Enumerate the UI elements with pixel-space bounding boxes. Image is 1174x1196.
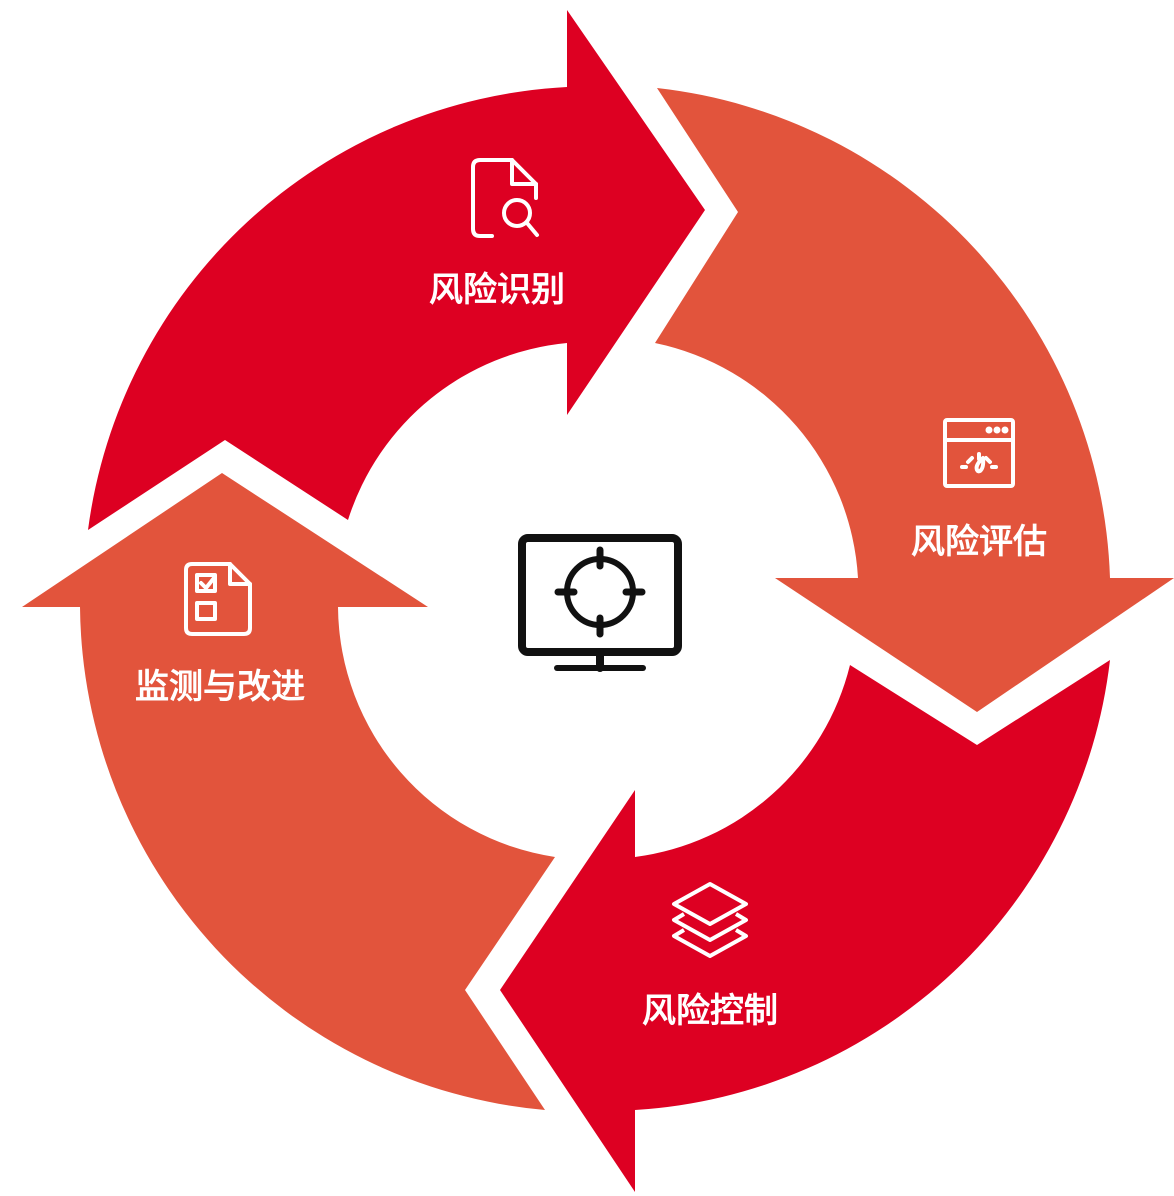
stage-label-assess: 风险评估 [911,522,1047,562]
browser-gauge-icon [943,418,1015,488]
checklist-document-icon [184,562,252,636]
arrow-identify [88,10,705,530]
arrow-monitor [22,473,555,1110]
stage-label-monitor: 监测与改进 [135,667,305,707]
document-search-icon [471,158,539,238]
arrow-assess [655,88,1174,712]
arrow-control [500,660,1110,1192]
stage-label-identify: 风险识别 [429,270,565,310]
monitor-crosshair-icon [518,534,682,672]
layers-icon [672,882,748,958]
stage-label-control: 风险控制 [642,991,778,1031]
